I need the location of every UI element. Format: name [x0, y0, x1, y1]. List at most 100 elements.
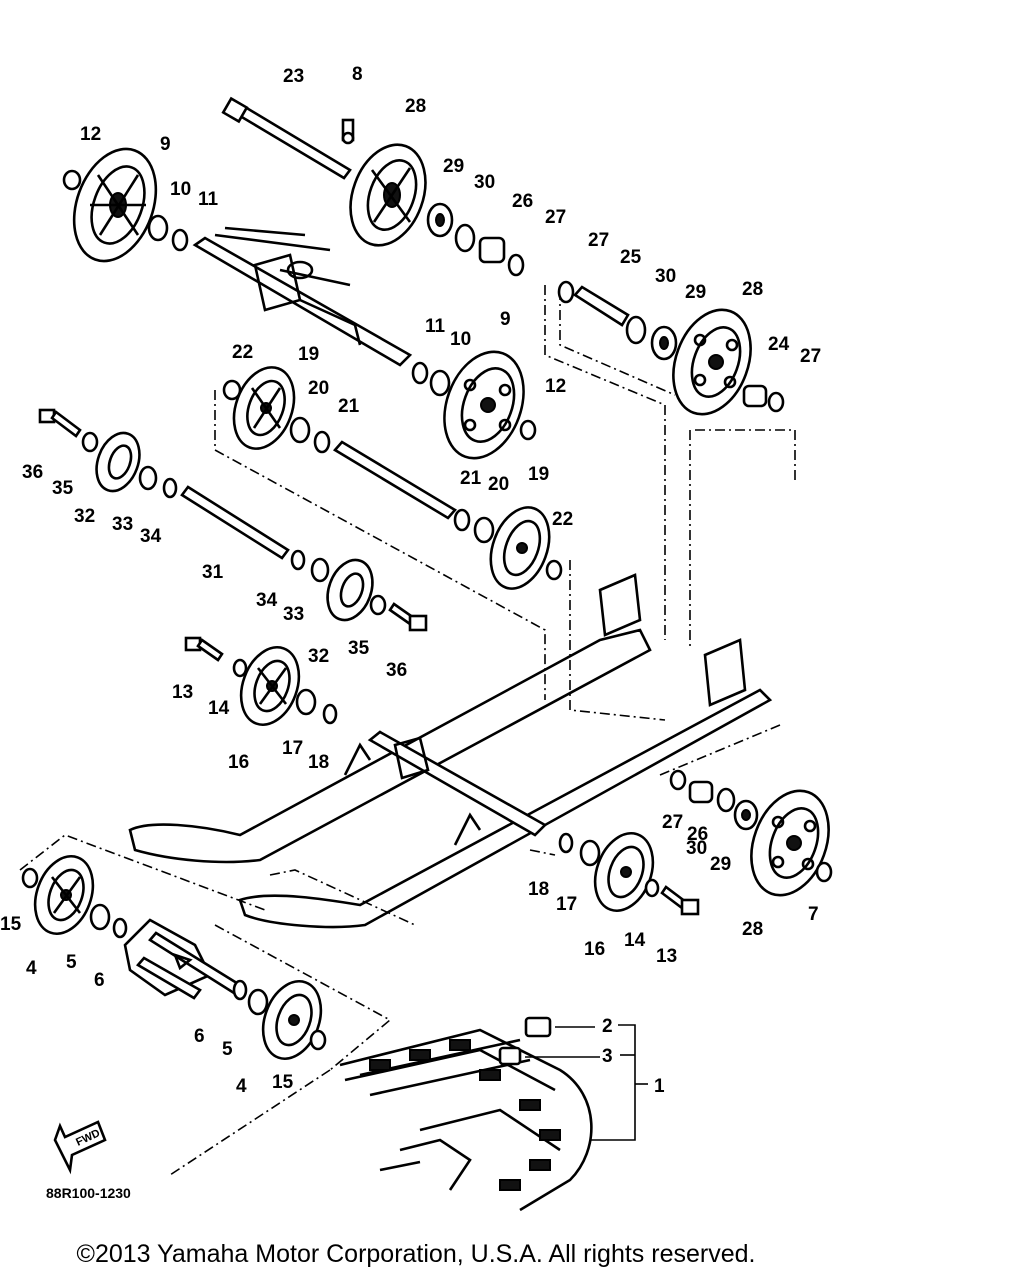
- bolt-13-lower: [660, 885, 700, 916]
- callout: 34: [256, 590, 278, 611]
- collar-34-left: [162, 477, 178, 499]
- collar-6-right: [232, 979, 248, 1001]
- nut-15-right: [309, 1029, 327, 1051]
- callout: 20: [488, 474, 509, 495]
- collar-18-upper: [322, 703, 338, 725]
- callout: 10: [450, 329, 471, 350]
- callout: 14: [624, 930, 646, 951]
- wheel-28-lower: [750, 789, 830, 897]
- callout: 14: [208, 698, 230, 719]
- assembly-guide-lines: [19, 285, 796, 1176]
- callout: 22: [552, 509, 573, 530]
- callout: 28: [742, 919, 763, 940]
- callout: 9: [500, 309, 511, 330]
- wheel-16-upper: [239, 645, 301, 727]
- callout: 3: [602, 1046, 613, 1067]
- callout: 23: [283, 66, 304, 87]
- callout: 13: [656, 946, 677, 967]
- bolt-13-upper: [184, 636, 224, 662]
- callout: 36: [22, 462, 43, 483]
- wheel-19-upper: [232, 366, 296, 450]
- slider-2: [524, 1016, 552, 1038]
- callout: 29: [685, 282, 706, 303]
- collar-10-mid: [429, 369, 451, 397]
- washer-11-mid: [411, 361, 429, 385]
- fwd-arrow-icon: FWD: [53, 1120, 107, 1175]
- bolt-8: [341, 118, 355, 145]
- callout: 28: [405, 96, 426, 117]
- callout: 29: [443, 156, 464, 177]
- callout: 6: [94, 970, 105, 991]
- bolt-36-right: [388, 602, 428, 632]
- wheel-28-top: [349, 143, 427, 247]
- callout: 8: [352, 64, 363, 85]
- callout: 26: [512, 191, 533, 212]
- callout: 33: [283, 604, 304, 625]
- callout: 22: [232, 342, 253, 363]
- bearing-17-upper: [295, 688, 317, 716]
- callout: 12: [545, 376, 566, 397]
- wheel-4-right: [261, 979, 323, 1061]
- washer-35-left: [81, 431, 99, 453]
- callout: 11: [425, 316, 446, 337]
- callout: 26: [687, 824, 708, 845]
- callout: 1: [654, 1076, 665, 1097]
- wheel-9-mid: [443, 350, 525, 460]
- callout: 15: [0, 914, 22, 935]
- wheel-32-left: [95, 431, 141, 493]
- copyright-notice: ©2013 Yamaha Motor Corporation, U.S.A. A…: [76, 1240, 756, 1268]
- upper-cross-axle: [192, 226, 413, 367]
- leader-brackets: [525, 1024, 648, 1141]
- nut-22-lower: [545, 559, 563, 581]
- spacer-30-lower: [716, 787, 736, 813]
- callout: 7: [808, 904, 819, 925]
- nut-15-left: [21, 867, 39, 889]
- callout: 29: [710, 854, 731, 875]
- callout: 30: [474, 172, 495, 193]
- callout: 27: [588, 230, 609, 251]
- nut-7: [815, 861, 833, 883]
- callout: 32: [308, 646, 329, 667]
- washer-14-lower: [644, 878, 660, 898]
- collar-21-upper: [313, 430, 331, 454]
- callout: 21: [460, 468, 482, 489]
- callout: 27: [545, 207, 566, 228]
- callout: 4: [236, 1076, 247, 1097]
- shaft-31: [180, 485, 290, 560]
- bearing-5-right: [247, 988, 269, 1016]
- callout: 13: [172, 682, 193, 703]
- wheel-shaft-19: [332, 440, 458, 520]
- callout: 18: [528, 879, 549, 900]
- collar-6-left: [112, 917, 128, 939]
- callout: 10: [170, 179, 191, 200]
- callout: 32: [74, 506, 95, 527]
- callout: 4: [26, 958, 37, 979]
- callout: 9: [160, 134, 171, 155]
- callout: 34: [140, 526, 162, 547]
- wheel-9-upper: [72, 147, 158, 263]
- bearing-stack-upper: [426, 202, 525, 277]
- slide-rail-frame: [128, 573, 773, 929]
- callout: 20: [308, 378, 329, 399]
- track-assembly: [339, 1028, 593, 1212]
- bearing-20-upper: [289, 416, 311, 444]
- callout: 6: [194, 1026, 205, 1047]
- callout-labels: 23 8 28 12 9 10 11 29 30 26 27 27 25 30 …: [0, 64, 821, 1097]
- callout: 30: [655, 266, 676, 287]
- wheel-32-right: [326, 558, 374, 622]
- exploded-parts-diagram: FWD 23 8 28 12 9 10 11 29 30 26 27 27 25…: [0, 64, 833, 1212]
- nut-12-upper: [62, 169, 82, 191]
- wheel-19-lower: [489, 506, 551, 590]
- lower-cross-axle: [367, 730, 548, 837]
- callout: 35: [348, 638, 370, 659]
- callout: 36: [386, 660, 407, 681]
- washer-35-right: [369, 594, 387, 616]
- bearing-17-lower: [579, 839, 601, 867]
- wheel-28-right: [672, 308, 752, 416]
- callout: 27: [800, 346, 821, 367]
- callout: 24: [768, 334, 790, 355]
- callout: 16: [228, 752, 249, 773]
- callout: 21: [338, 396, 360, 417]
- callout: 25: [620, 247, 642, 268]
- callout: 19: [528, 464, 549, 485]
